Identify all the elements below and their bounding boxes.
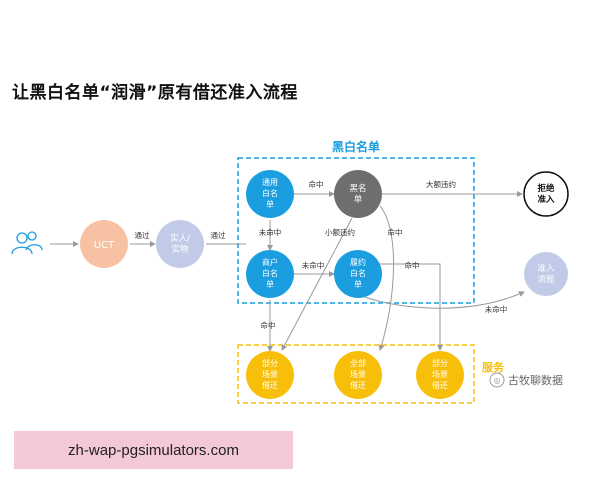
users-icon	[11, 231, 43, 255]
svg-text:单: 单	[266, 279, 274, 289]
svg-text:白名: 白名	[262, 188, 278, 198]
footer-ribbon: zh-wap-pgsimulators.com	[14, 431, 293, 469]
svg-text:场景: 场景	[350, 370, 366, 379]
edge-label-miss1: 未命中	[259, 227, 282, 237]
svg-text:流程: 流程	[537, 274, 555, 285]
service-box-label: 服务	[482, 360, 505, 374]
edge-label-miss3: 未命中	[485, 304, 508, 314]
realname-node: 实人/ 实物	[156, 220, 204, 268]
edge-label-hit1: 命中	[309, 179, 324, 189]
admission-node: 准入 流程	[524, 252, 568, 296]
svg-text:场景: 场景	[432, 370, 448, 379]
edge-label-pass1: 通过	[135, 230, 150, 240]
svg-text:借还: 借还	[262, 380, 278, 390]
watermark-text: 古牧聊数据	[508, 373, 563, 387]
footer-ribbon-text: zh-wap-pgsimulators.com	[68, 441, 239, 459]
svg-text:准入: 准入	[537, 263, 555, 274]
svg-text:借还: 借还	[350, 380, 366, 390]
svg-text:UCT: UCT	[94, 240, 115, 251]
blacklist-node: 黑名 单	[334, 170, 382, 218]
blacklist-box-label: 黑白名单	[332, 139, 380, 154]
svg-text:通用: 通用	[262, 177, 278, 187]
svg-text:借还: 借还	[432, 380, 448, 390]
merchant-whitelist-node: 商户 白名 单	[246, 250, 294, 298]
svg-text:部分: 部分	[432, 358, 448, 368]
edge-label-hit2: 命中	[388, 227, 403, 237]
watermark: ◎ 古牧聊数据	[489, 372, 563, 388]
edge-label-large-violation: 大额违约	[426, 179, 456, 189]
svg-text:实物: 实物	[171, 244, 189, 255]
reject-node: 拒绝 准入	[523, 171, 569, 217]
general-whitelist-node: 通用 白名 单	[246, 170, 294, 218]
partial-borrow-right-node: 部分 场景 借还	[416, 351, 464, 399]
svg-text:白名: 白名	[350, 268, 366, 278]
svg-text:黑名: 黑名	[349, 183, 366, 194]
page-title: 让黑白名单“润滑”原有借还准入流程	[12, 83, 298, 103]
uct-node: UCT	[80, 220, 128, 268]
partial-borrow-left-node: 部分 场景 借还	[246, 351, 294, 399]
watermark-icon: ◎	[494, 376, 501, 385]
svg-text:单: 单	[354, 194, 363, 205]
edge-blacklist-full	[378, 205, 395, 351]
performance-whitelist-node: 履约 白名 单	[334, 250, 382, 298]
svg-text:部分: 部分	[262, 358, 278, 368]
full-borrow-node: 全部 场景 借还	[334, 351, 382, 399]
edge-label-pass2: 通过	[211, 230, 226, 240]
svg-text:履约: 履约	[350, 257, 366, 267]
svg-text:场景: 场景	[262, 370, 278, 379]
edge-label-hit4: 命中	[261, 320, 276, 330]
svg-text:单: 单	[266, 199, 274, 209]
svg-text:实人/: 实人/	[170, 233, 190, 244]
svg-text:白名: 白名	[262, 268, 278, 278]
service-box	[237, 344, 475, 404]
edge-label-miss2: 未命中	[302, 260, 325, 270]
edge-label-hit3: 命中	[405, 260, 420, 270]
svg-text:拒绝: 拒绝	[537, 183, 555, 194]
svg-text:准入: 准入	[537, 194, 555, 205]
svg-text:单: 单	[354, 279, 362, 289]
edge-blacklist-small-violation	[281, 217, 353, 351]
blacklist-box	[237, 157, 475, 304]
svg-text:全部: 全部	[350, 358, 366, 368]
edge-label-small-violation: 小额违约	[325, 227, 355, 237]
edge-performance-partial-right	[376, 263, 443, 351]
svg-text:商户: 商户	[262, 257, 278, 267]
edge-performance-admission	[361, 291, 525, 309]
